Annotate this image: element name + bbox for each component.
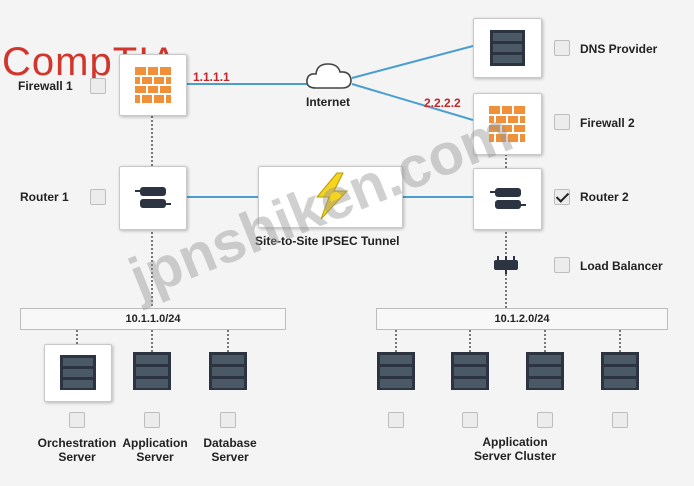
- subnet-right: 10.1.2.0/24: [376, 308, 668, 330]
- router2-checkbox[interactable]: [554, 189, 570, 205]
- load-balancer-checkbox[interactable]: [554, 257, 570, 273]
- router-icon: [490, 188, 526, 209]
- router1-checkbox[interactable]: [90, 189, 106, 205]
- link-internet-firewall2: [351, 83, 474, 121]
- application-server-checkbox[interactable]: [144, 412, 160, 428]
- subnet-left: 10.1.1.0/24: [20, 308, 286, 330]
- tunnel-label: Site-to-Site IPSEC Tunnel: [255, 234, 400, 248]
- router-icon: [135, 187, 171, 208]
- firewall2-device[interactable]: [473, 93, 542, 155]
- server-icon[interactable]: [451, 352, 489, 390]
- server-icon[interactable]: [526, 352, 564, 390]
- load-balancer-icon: [494, 256, 518, 274]
- lightning-bolt-icon: [315, 172, 349, 220]
- database-server-checkbox[interactable]: [220, 412, 236, 428]
- internet-label: Internet: [306, 95, 351, 109]
- firewall2-label: Firewall 2: [580, 116, 635, 130]
- server-icon[interactable]: [209, 352, 247, 390]
- server-icon[interactable]: [601, 352, 639, 390]
- firewall1-device[interactable]: [119, 54, 187, 116]
- link-internet-dns: [351, 45, 474, 79]
- cluster-server3-checkbox[interactable]: [537, 412, 553, 428]
- cluster-server1-checkbox[interactable]: [388, 412, 404, 428]
- router1-label: Router 1: [20, 190, 69, 204]
- cluster-server4-checkbox[interactable]: [612, 412, 628, 428]
- firewall-icon: [135, 67, 171, 103]
- dns-provider-label: DNS Provider: [580, 42, 658, 56]
- router1-device[interactable]: [119, 166, 187, 230]
- cloud-icon: [306, 63, 352, 89]
- firewall-icon: [489, 106, 525, 142]
- firewall2-checkbox[interactable]: [554, 114, 570, 130]
- router2-device[interactable]: [473, 168, 542, 230]
- server-icon[interactable]: [133, 352, 171, 390]
- ipsec-tunnel[interactable]: [258, 166, 403, 228]
- orchestration-server-checkbox[interactable]: [69, 412, 85, 428]
- server-icon: [60, 355, 96, 390]
- load-balancer-label: Load Balancer: [580, 259, 663, 273]
- router2-label: Router 2: [580, 190, 629, 204]
- dns-provider-checkbox[interactable]: [554, 40, 570, 56]
- firewall1-label: Firewall 1: [18, 79, 73, 93]
- dns-provider-device[interactable]: [473, 18, 542, 78]
- server-icon[interactable]: [377, 352, 415, 390]
- orchestration-server-device[interactable]: [44, 344, 112, 402]
- server-icon: [490, 30, 525, 66]
- cluster-server2-checkbox[interactable]: [462, 412, 478, 428]
- firewall2-ip: 2.2.2.2: [424, 96, 461, 110]
- firewall1-checkbox[interactable]: [90, 78, 106, 94]
- firewall1-ip: 1.1.1.1: [193, 70, 230, 84]
